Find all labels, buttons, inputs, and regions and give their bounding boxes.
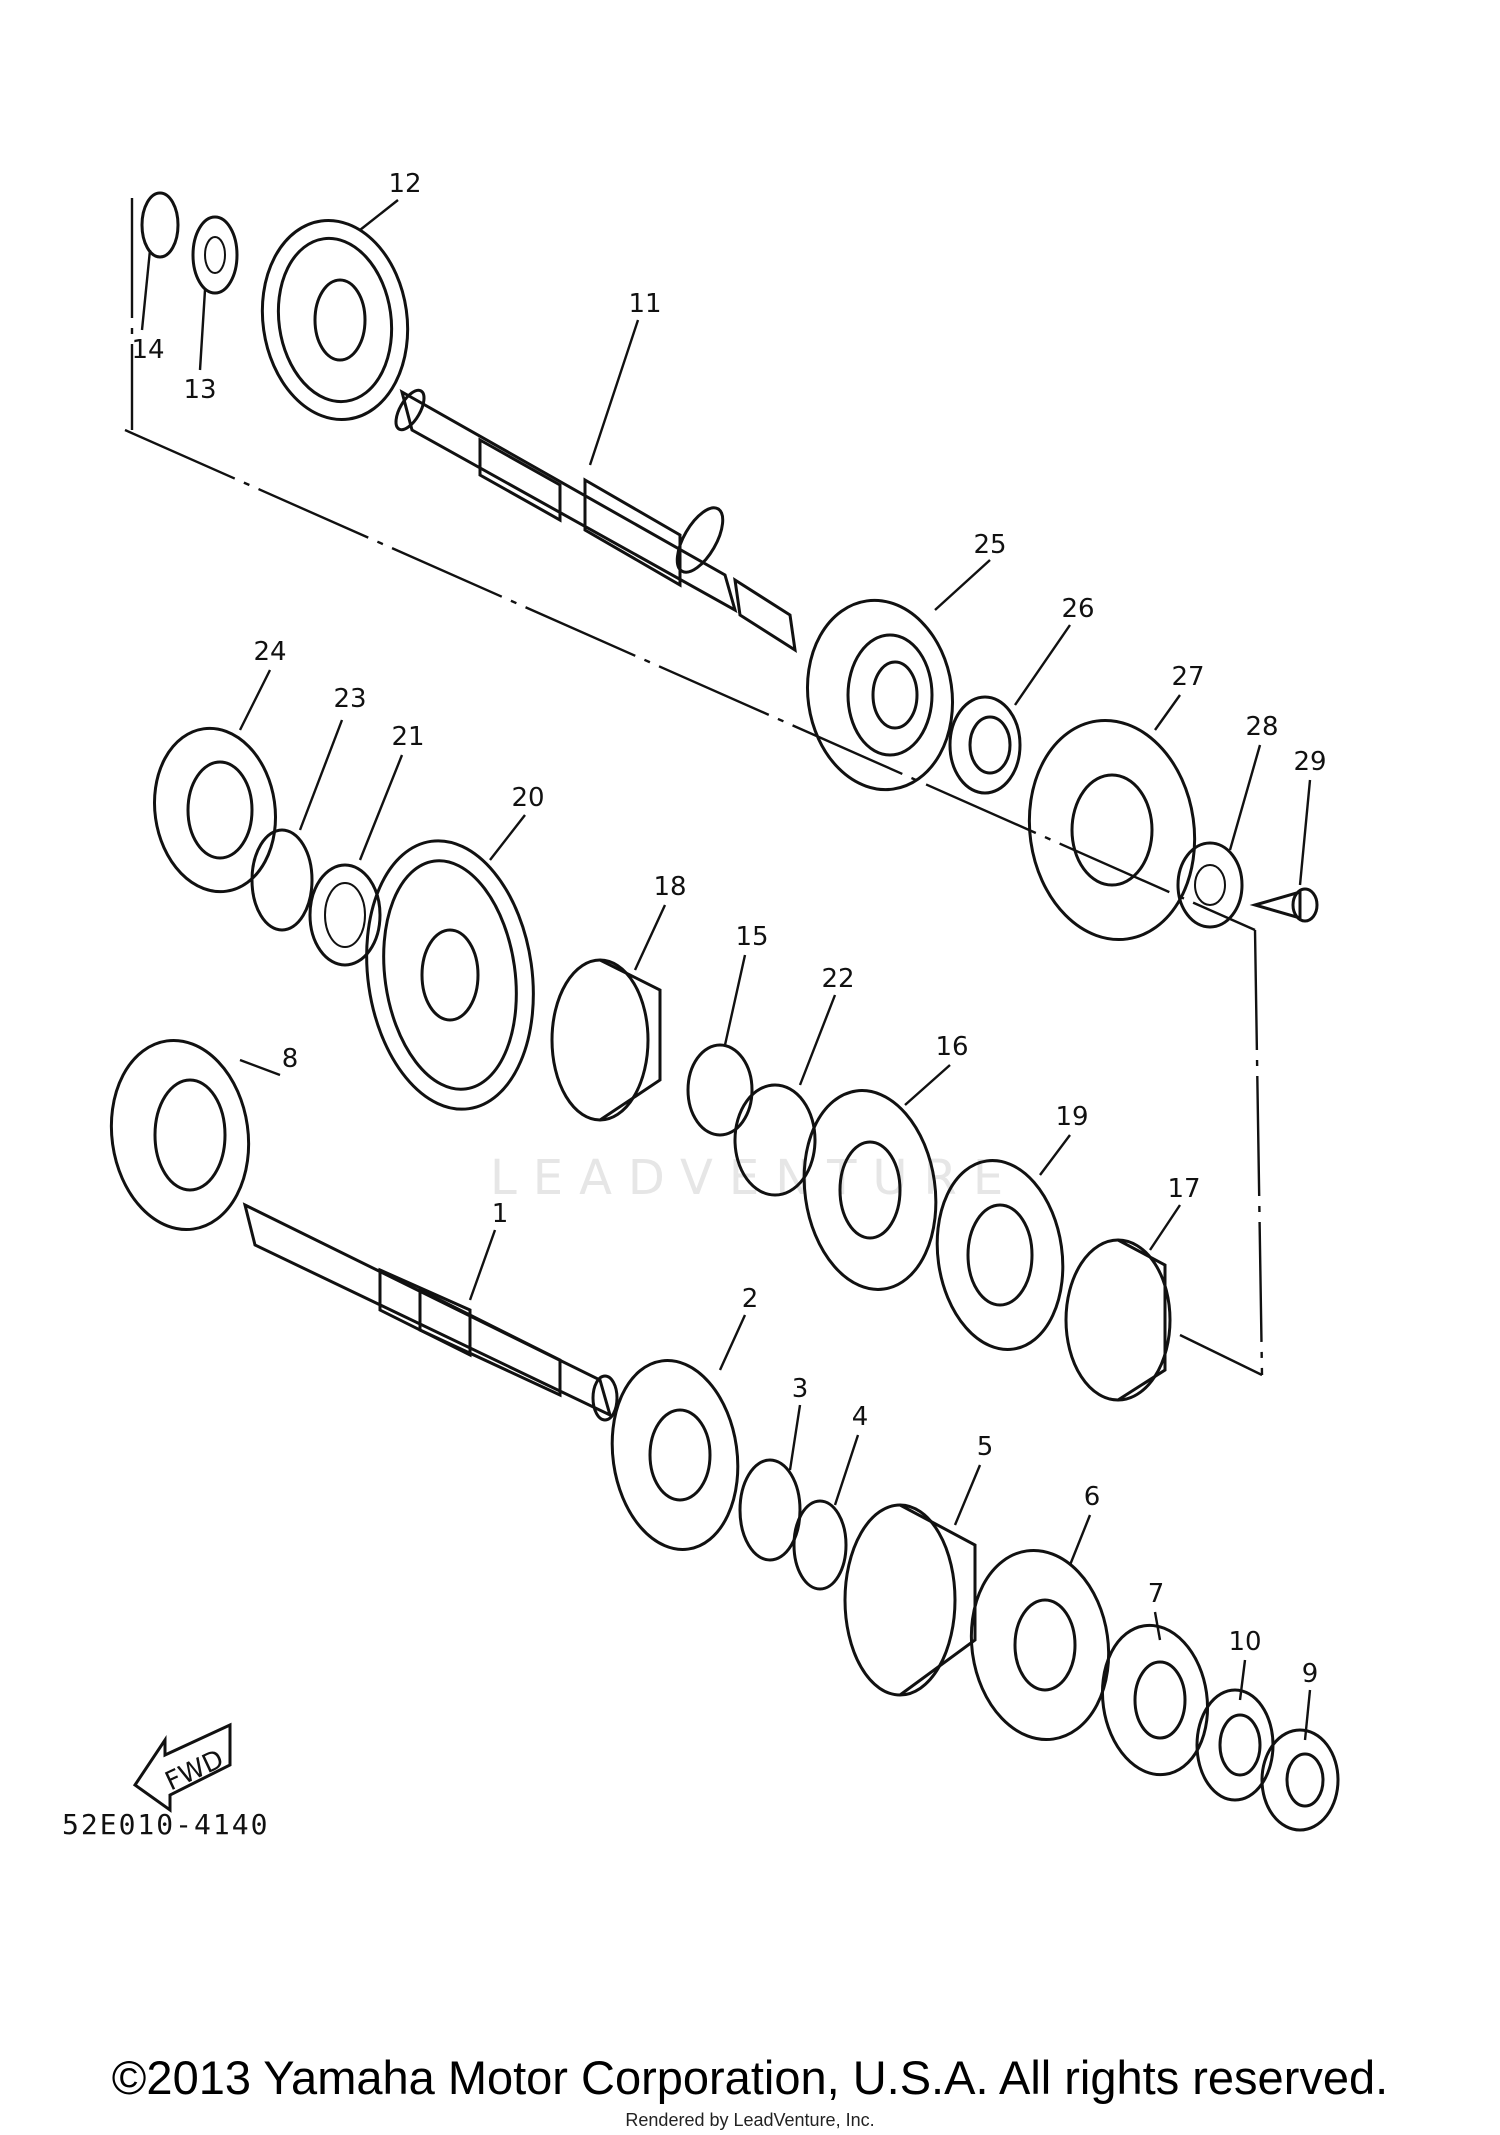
callout-27: 27 — [1171, 662, 1204, 692]
callout-9: 9 — [1302, 1659, 1319, 1689]
assembly-dash-lines — [124, 198, 1264, 1377]
circlip-23 — [250, 828, 314, 932]
callout-21: 21 — [391, 722, 424, 752]
callout-23: 23 — [333, 684, 366, 714]
circlip-15 — [686, 1043, 754, 1137]
gear-6 — [969, 1548, 1111, 1742]
callout-13: 13 — [183, 375, 216, 405]
callout-18: 18 — [653, 872, 686, 902]
rendered-by-note: Rendered by LeadVenture, Inc. — [625, 2110, 875, 2130]
callout-26: 26 — [1061, 594, 1094, 624]
gear-7 — [1100, 1623, 1210, 1777]
copyright-notice: ©2013 Yamaha Motor Corporation, U.S.A. A… — [111, 2051, 1389, 2104]
gear-17 — [1064, 1238, 1172, 1402]
washer-21-inner — [324, 882, 366, 948]
drive-sprocket-27 — [1027, 718, 1197, 942]
oil-seal-26 — [948, 695, 1022, 795]
callout-labels: 1 2 3 4 5 6 7 8 9 10 11 12 13 14 15 16 1… — [131, 169, 1326, 1689]
callout-25: 25 — [973, 530, 1006, 560]
circlip-14 — [140, 191, 180, 259]
callout-8: 8 — [282, 1044, 299, 1074]
fwd-arrow-icon: FWD — [132, 1722, 232, 1813]
gear-2 — [610, 1359, 740, 1551]
washer-21 — [308, 863, 382, 967]
callout-5: 5 — [977, 1432, 994, 1462]
oil-seal-9 — [1260, 1728, 1340, 1832]
washer-13-inner — [204, 236, 226, 274]
gear-19 — [935, 1159, 1065, 1351]
bearing-8 — [109, 1038, 251, 1232]
callout-15: 15 — [735, 922, 768, 952]
leader-lines — [140, 199, 1312, 1741]
callout-6: 6 — [1084, 1482, 1101, 1512]
callout-2: 2 — [742, 1284, 759, 1314]
callout-1: 1 — [492, 1199, 509, 1229]
circlip-4 — [792, 1499, 848, 1591]
callout-14: 14 — [131, 335, 164, 365]
callout-22: 22 — [821, 964, 854, 994]
washer-22 — [733, 1083, 817, 1197]
callout-24: 24 — [253, 637, 286, 667]
callout-17: 17 — [1167, 1174, 1200, 1204]
gear-12 — [260, 218, 410, 422]
callout-20: 20 — [511, 783, 544, 813]
callout-29: 29 — [1293, 747, 1326, 777]
callout-16: 16 — [935, 1032, 968, 1062]
gear-16 — [802, 1089, 938, 1291]
callout-4: 4 — [852, 1402, 869, 1432]
main-axle-lower — [242, 1202, 619, 1422]
drawing-code: 52E010-4140 — [62, 1808, 270, 1841]
callout-28: 28 — [1245, 712, 1278, 742]
bearing-24 — [152, 726, 278, 894]
gear-20 — [365, 839, 535, 1111]
bolt-29 — [1249, 887, 1319, 923]
callout-10: 10 — [1228, 1627, 1261, 1657]
washer-13 — [191, 215, 239, 295]
callout-11: 11 — [628, 289, 661, 319]
callout-19: 19 — [1055, 1102, 1088, 1132]
callout-12: 12 — [388, 169, 421, 199]
gear-18 — [550, 958, 662, 1122]
gear-5 — [843, 1503, 977, 1697]
main-axle-upper — [394, 388, 797, 654]
lock-washer-28 — [1176, 841, 1244, 929]
bearing-25 — [805, 598, 955, 792]
callout-7: 7 — [1148, 1579, 1165, 1609]
washer-3 — [738, 1458, 802, 1562]
callout-3: 3 — [792, 1374, 809, 1404]
